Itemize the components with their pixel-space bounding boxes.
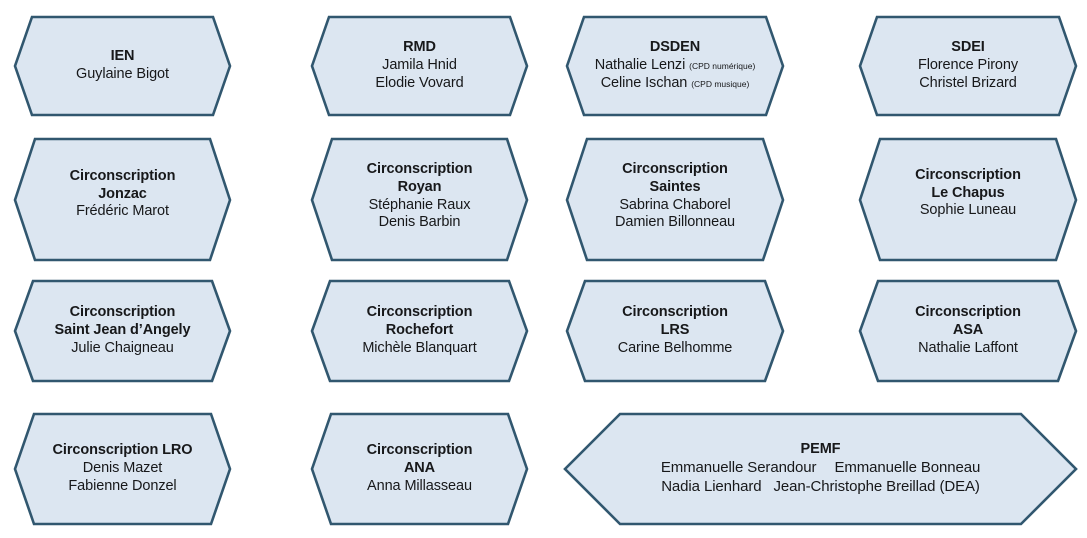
node-text: DSDEN Nathalie Lenzi (CPD numérique) Cel…: [574, 39, 776, 93]
hexagon-shape: [13, 15, 232, 117]
node-subtitle: Saint Jean d’Angely: [54, 322, 191, 339]
person-name: Denis Mazet: [82, 460, 163, 477]
person-name: Nadia Lienhard: [661, 477, 762, 495]
hexagon-shape: [310, 279, 529, 383]
node-circo-le-chapus[interactable]: Circonscription Le Chapus Sophie Luneau: [858, 137, 1078, 262]
person-name: Florence Pirony: [917, 57, 1019, 74]
node-sdei[interactable]: SDEI Florence Pirony Christel Brizard: [858, 15, 1078, 117]
node-text: Circonscription LRS Carine Belhomme: [589, 304, 761, 358]
node-text: Circonscription ASA Nathalie Laffont: [882, 304, 1054, 358]
node-text: Circonscription LRO Denis Mazet Fabienne…: [20, 442, 226, 496]
person-name: Anna Millasseau: [367, 477, 472, 494]
hexagon-shape: [565, 137, 785, 262]
person-name: Stéphanie Raux: [368, 196, 471, 213]
node-text: Circonscription Rochefort Michèle Blanqu…: [319, 304, 520, 358]
node-circo-asa[interactable]: Circonscription ASA Nathalie Laffont: [858, 279, 1078, 383]
node-circo-lrs[interactable]: Circonscription LRS Carine Belhomme: [565, 279, 785, 383]
person-row: Nathalie Lenzi (CPD numérique): [574, 57, 776, 75]
hexagon-shape: [565, 15, 785, 117]
node-title: Circonscription: [622, 160, 728, 177]
node-subtitle: LRS: [660, 322, 690, 339]
node-subtitle: ANA: [403, 460, 436, 477]
person-row: Nadia Lienhard Jean-Christophe Breillad (…: [661, 478, 980, 497]
node-text: RMD Jamila Hnid Elodie Vovard: [334, 39, 505, 93]
hexagon-shape: [858, 137, 1078, 262]
node-title: Circonscription: [366, 304, 473, 321]
node-circo-jonzac[interactable]: Circonscription Jonzac Frédéric Marot: [13, 137, 232, 262]
node-text: Circonscription Saintes Sabrina Chaborel…: [574, 161, 776, 233]
hexagon-shape: [13, 412, 232, 526]
node-circo-royan[interactable]: Circonscription Royan Stéphanie Raux Den…: [310, 137, 529, 262]
hexagon-shape: [310, 137, 529, 262]
node-circo-ana[interactable]: Circonscription ANA Anna Millasseau: [310, 412, 529, 526]
node-title: Circonscription: [622, 304, 728, 321]
node-subtitle: Le Chapus: [931, 184, 1005, 201]
node-subtitle: Royan: [397, 178, 442, 195]
person-name: Christel Brizard: [919, 74, 1017, 91]
person-name: Guylaine Bigot: [76, 66, 169, 82]
person-name: Sabrina Chaborel: [619, 196, 731, 213]
hexagon-shape: [13, 137, 232, 262]
person-name: Emmanuelle Serandour: [660, 459, 817, 477]
person-name: Denis Barbin: [378, 214, 461, 231]
person-name: Michèle Blanquart: [362, 339, 477, 356]
hexagon-shape: [858, 279, 1078, 383]
node-title: Circonscription: [69, 167, 176, 184]
hexagon-shape: [563, 412, 1078, 526]
hexagon-shape: [858, 15, 1078, 117]
node-text: Circonscription Le Chapus Sophie Luneau: [882, 167, 1054, 221]
person-annotation: (CPD numérique): [689, 61, 756, 72]
hexagon-shape: [310, 15, 529, 117]
node-title: SDEI: [951, 39, 985, 56]
node-text: PEMF Emmanuelle Serandour Emmanuelle Bonn…: [660, 441, 981, 497]
node-subtitle: ASA: [952, 322, 984, 339]
node-title: RMD: [403, 39, 436, 56]
node-subtitle: Saintes: [649, 178, 701, 195]
node-subtitle: Jonzac: [98, 185, 147, 202]
person-name: Fabienne Donzel: [68, 477, 177, 494]
node-title: PEMF: [800, 441, 841, 458]
person-name: Nathalie Lenzi: [594, 57, 686, 74]
person-annotation: (CPD musique): [691, 78, 750, 89]
node-title: Circonscription LRO: [52, 442, 193, 459]
node-text: SDEI Florence Pirony Christel Brizard: [882, 39, 1054, 93]
node-text: Circonscription Jonzac Frédéric Marot: [37, 168, 208, 222]
node-circo-lro[interactable]: Circonscription LRO Denis Mazet Fabienne…: [13, 412, 232, 526]
node-title: Circonscription: [366, 160, 473, 177]
node-title: Circonscription: [366, 442, 473, 459]
node-circo-saintes[interactable]: Circonscription Saintes Sabrina Chaborel…: [565, 137, 785, 262]
node-text: Circonscription ANA Anna Millasseau: [334, 442, 505, 496]
node-rmd[interactable]: RMD Jamila Hnid Elodie Vovard: [310, 15, 529, 117]
node-pemf[interactable]: PEMF Emmanuelle Serandour Emmanuelle Bonn…: [563, 412, 1078, 526]
node-text: IEN Guylaine Bigot: [37, 48, 208, 84]
person-name: Elodie Vovard: [375, 74, 464, 91]
person-name: Damien Billonneau: [614, 214, 735, 231]
person-name: Emmanuelle Bonneau: [834, 459, 981, 477]
person-name: Nathalie Laffont: [918, 339, 1018, 356]
node-title: Circonscription: [915, 166, 1021, 183]
node-ien[interactable]: IEN Guylaine Bigot: [13, 15, 232, 117]
node-title: IEN: [110, 48, 135, 65]
node-dsden[interactable]: DSDEN Nathalie Lenzi (CPD numérique) Cel…: [565, 15, 785, 117]
hexagon-shape: [565, 279, 785, 383]
node-title: DSDEN: [649, 39, 701, 56]
person-name: Carine Belhomme: [617, 339, 733, 356]
node-circo-rochefort[interactable]: Circonscription Rochefort Michèle Blanqu…: [310, 279, 529, 383]
person-name: Celine Ischan: [600, 74, 688, 91]
person-row: Celine Ischan (CPD musique): [574, 75, 776, 93]
person-name: Julie Chaigneau: [71, 339, 174, 356]
hexagon-shape: [13, 279, 232, 383]
person-name: Sophie Luneau: [919, 202, 1017, 219]
node-text: Circonscription Saint Jean d’Angely Juli…: [20, 304, 226, 358]
person-name: Jamila Hnid: [382, 57, 457, 74]
node-circo-saint-jean-dangely[interactable]: Circonscription Saint Jean d’Angely Juli…: [13, 279, 232, 383]
person-name: Frédéric Marot: [76, 203, 169, 220]
person-row: Emmanuelle Serandour Emmanuelle Bonneau: [660, 459, 981, 478]
node-title: Circonscription: [69, 304, 176, 321]
node-title: Circonscription: [915, 304, 1021, 321]
node-subtitle: Rochefort: [385, 322, 454, 339]
person-name: Jean-Christophe Breillad (DEA): [773, 477, 980, 495]
node-text: Circonscription Royan Stéphanie Raux Den…: [334, 161, 505, 233]
hexagon-shape: [310, 412, 529, 526]
